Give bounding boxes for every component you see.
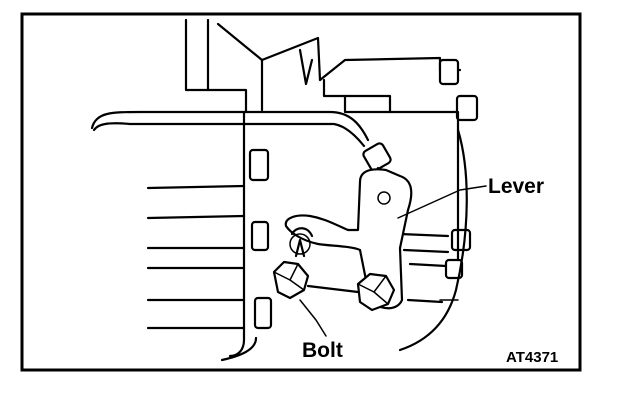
lever-bolt-left — [272, 260, 310, 300]
bolt-label: Bolt — [302, 339, 343, 362]
upper-housing — [184, 18, 462, 114]
left-cover — [146, 110, 258, 362]
housing-bolts — [438, 58, 479, 280]
linkage-pipe — [90, 110, 392, 182]
cover-nuts — [248, 148, 273, 330]
figure-frame — [20, 12, 582, 372]
lever-bolt-right — [356, 272, 396, 312]
lever-label: Lever — [488, 175, 544, 198]
pump-body — [343, 94, 468, 352]
lever-leader — [397, 185, 487, 219]
figure-code: AT4371 — [506, 349, 558, 366]
lever — [284, 168, 413, 310]
lever-link — [306, 284, 360, 294]
bolt-leader — [299, 299, 327, 337]
